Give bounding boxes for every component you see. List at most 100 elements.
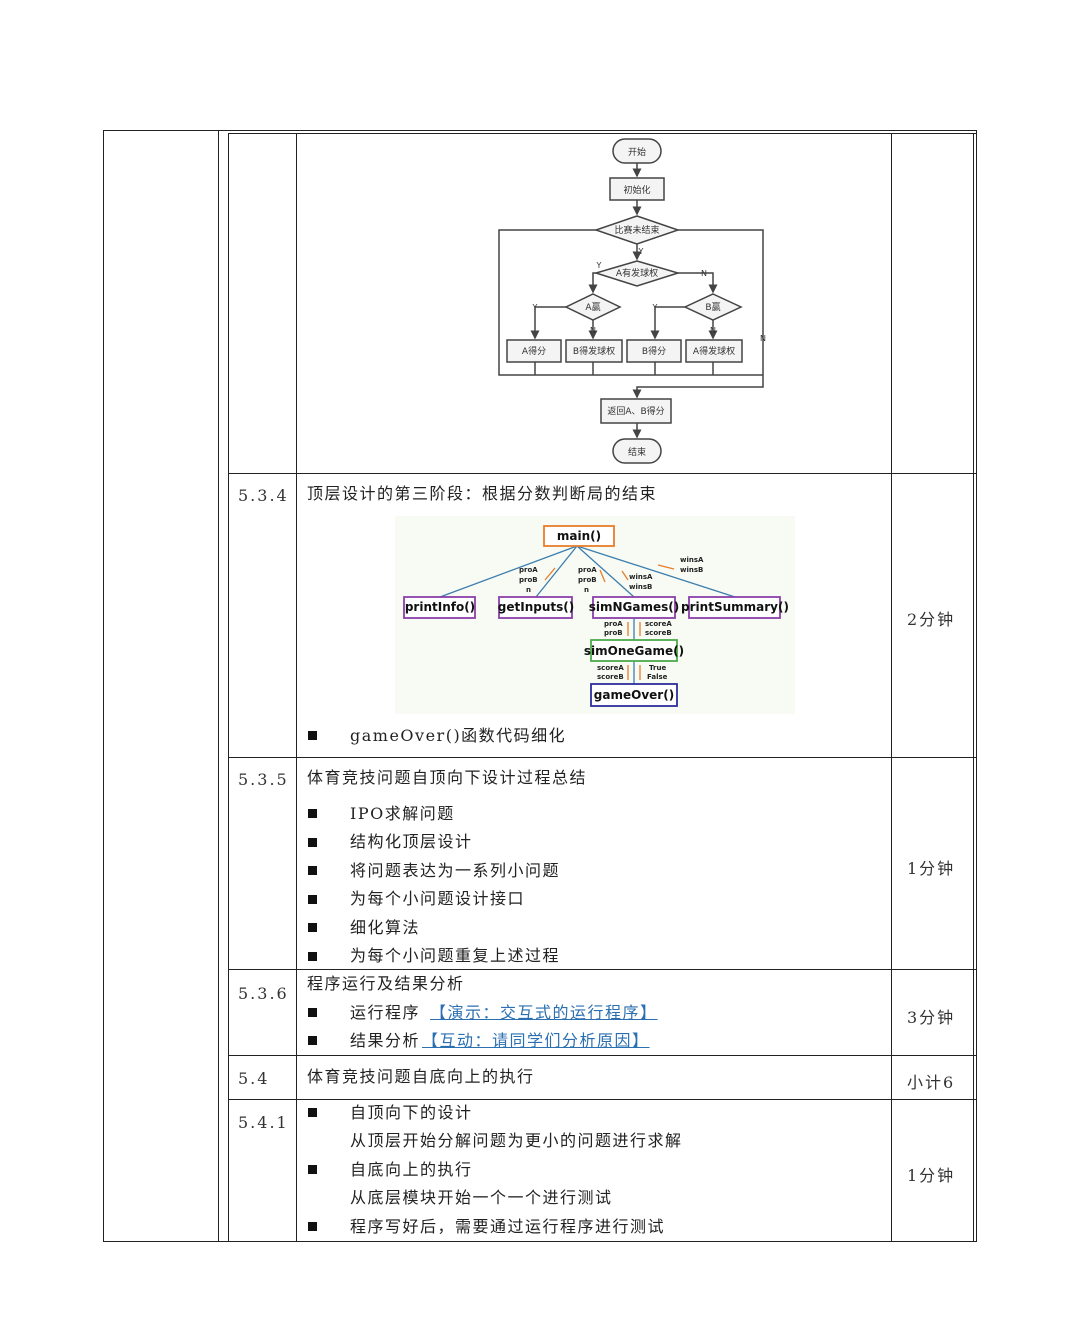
sub-line-text: 从底层模块开始一个一个进行测试 <box>350 1188 613 1207</box>
section-title: 程序运行及结果分析 <box>307 974 465 993</box>
tree-main-label: main() <box>557 529 601 543</box>
tree-getinputs-node <box>498 596 573 619</box>
tree-gameover-node <box>590 683 678 707</box>
tree-gameover-label: gameOver() <box>594 688 674 702</box>
bullet-text: 自底向上的执行 <box>350 1160 473 1179</box>
tree-param-label: proA <box>604 620 623 628</box>
flow-return-node <box>600 398 672 424</box>
time-allocation: 1分钟 <box>907 859 956 878</box>
subtotal: 小计6 <box>907 1073 956 1092</box>
flow-end-label: 结束 <box>628 446 646 458</box>
flow-return-label: 返回A、B得分 <box>607 405 664 417</box>
section-title: 体育竞技问题自底向上的执行 <box>307 1067 535 1086</box>
tree-param-label: scoreB <box>645 629 672 637</box>
tree-param-label: scoreB <box>597 673 624 681</box>
tree-param-label: proB <box>519 576 538 584</box>
tree-simngames-label: simNGames() <box>589 600 680 614</box>
bullet-marker <box>308 895 317 904</box>
flow-a-serve-get-node <box>685 339 743 363</box>
section-number: 5.4 <box>238 1069 270 1088</box>
tree-printinfo-label: printInfo() <box>405 600 475 614</box>
time-allocation: 2分钟 <box>907 610 956 629</box>
table-top-border <box>103 130 976 131</box>
tree-param-label: winsA <box>680 556 704 564</box>
flow-a-serve-get-label: A得发球权 <box>693 345 735 357</box>
bullet-marker <box>308 838 317 847</box>
bullet-marker <box>308 1108 317 1117</box>
flow-y-label: Y <box>638 247 644 256</box>
flowchart-diagram: 开始 初始化 比赛未结束 A有发球权 A赢 B赢 A得分 B得发球权 B得分 A… <box>498 138 766 464</box>
row-sep-5 <box>228 1099 976 1100</box>
flow-n-label: N <box>701 269 707 278</box>
bullet-text: 程序写好后，需要通过运行程序进行测试 <box>350 1217 666 1236</box>
tree-param-label: proA <box>519 566 538 574</box>
bullet-marker <box>308 866 317 875</box>
flow-start-label: 开始 <box>628 146 646 158</box>
tree-param-label: proB <box>578 576 597 584</box>
flow-b-win-label: B赢 <box>705 301 720 313</box>
flow-a-serve-cond <box>593 260 681 287</box>
flow-a-score-label: A得分 <box>522 345 546 357</box>
bullet-text: 为每个小问题设计接口 <box>350 889 526 908</box>
tree-param-label: scoreA <box>645 620 672 628</box>
flow-n-label: N <box>760 334 766 343</box>
bullet-text: IPO求解问题 <box>350 804 455 823</box>
tree-param-label: True <box>649 664 666 672</box>
table-left-border <box>103 130 104 1242</box>
bullet-marker <box>308 809 317 818</box>
bullet-text: 结果分析 <box>350 1031 421 1050</box>
module-tree-diagram: main() printInfo() getInputs() simNGames… <box>395 516 795 714</box>
section-number: 5.4.1 <box>238 1113 289 1132</box>
bullet-text: gameOver()函数代码细化 <box>350 726 567 745</box>
flow-a-win-label: A赢 <box>585 301 600 313</box>
flow-y-label: Y <box>596 261 602 270</box>
flow-b-score-label: B得分 <box>642 345 666 357</box>
flow-b-serve-get-label: B得发球权 <box>573 345 615 357</box>
table-bottom-border <box>103 1241 976 1242</box>
bullet-marker <box>308 923 317 932</box>
flow-n-label: N <box>710 326 716 335</box>
col-divider-4 <box>891 133 892 1242</box>
bullet-marker <box>308 1008 317 1017</box>
flow-y-label: Y <box>652 303 658 312</box>
time-allocation: 3分钟 <box>907 1008 956 1027</box>
tree-param-label: proB <box>604 629 623 637</box>
row-sep-4 <box>228 1055 976 1056</box>
tree-getinputs-label: getInputs() <box>498 600 574 614</box>
interaction-link[interactable]: 【互动：请同学们分析原因】 <box>422 1031 650 1050</box>
demo-link[interactable]: 【演示：交互式的运行程序】 <box>430 1003 658 1022</box>
sub-line-text: 从顶层开始分解问题为更小的问题进行求解 <box>350 1131 683 1150</box>
tree-simonegame-label: simOneGame() <box>584 644 684 658</box>
tree-main-node <box>543 525 615 547</box>
tree-param-label: False <box>647 673 668 681</box>
col-divider-2 <box>228 133 229 1242</box>
time-allocation: 1分钟 <box>907 1166 956 1185</box>
tree-param-label: n <box>584 586 589 594</box>
bullet-text: 细化算法 <box>350 918 421 937</box>
tree-printsummary-label: printSummary() <box>681 600 789 614</box>
bullet-text: 结构化顶层设计 <box>350 832 473 851</box>
tree-param-label: proA <box>578 566 597 574</box>
bullet-marker <box>308 731 317 740</box>
flow-b-serve-get-node <box>565 339 623 363</box>
table-top-border-inner <box>228 133 976 134</box>
section-title: 体育竞技问题自顶向下设计过程总结 <box>307 768 588 787</box>
tree-param-label: winsA <box>629 573 653 581</box>
section-title: 顶层设计的第三阶段：根据分数判断局的结束 <box>307 484 658 503</box>
bullet-text: 自顶向下的设计 <box>350 1103 473 1122</box>
bullet-text: 为每个小问题重复上述过程 <box>350 946 561 965</box>
flow-b-score-node <box>626 339 682 363</box>
tree-simonegame-node <box>590 639 678 662</box>
tree-simngames-node <box>592 596 676 619</box>
bullet-marker <box>308 1222 317 1231</box>
bullet-marker <box>308 952 317 961</box>
flow-a-serve-label: A有发球权 <box>616 267 658 279</box>
bullet-marker <box>308 1165 317 1174</box>
table-right-border-outer <box>976 130 977 1242</box>
section-number: 5.3.6 <box>238 984 289 1003</box>
row-sep-2 <box>228 757 976 758</box>
col-divider-1 <box>218 130 219 1242</box>
flow-a-score-node <box>506 339 562 363</box>
tree-param-label: n <box>526 586 531 594</box>
tree-param-label: winsB <box>629 583 652 591</box>
